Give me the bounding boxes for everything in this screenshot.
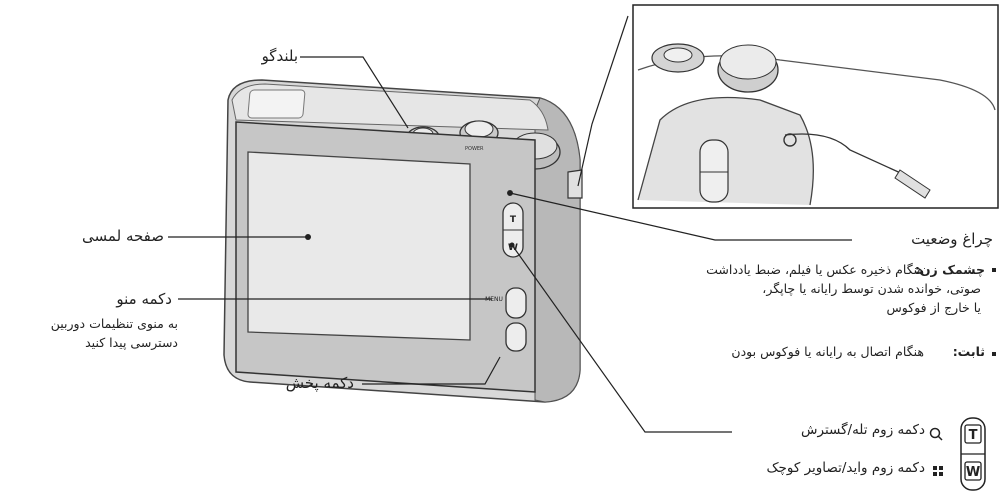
speaker-label: بلندگو [261,47,298,65]
thumbnail-icon [933,466,943,476]
legend-tele-mark: T [969,428,978,443]
wide-mark: W [508,243,518,253]
camera-body [223,79,583,403]
touch-screen-label: صفحه لمسی [82,227,164,245]
magnifier-icon [929,427,943,441]
menu-desc-line-1: به منوی تنظیمات دوربین [50,316,178,331]
steady-desc: هنگام اتصال به رایانه یا فوکوس بودن [731,344,924,359]
zoom-wide-label: دکمه زوم واید/تصاویر کوچک [766,460,925,476]
blinking-desc-line-1: هنگام ذخیره عکس یا فیلم، ضبط یادداشت [706,262,924,277]
menu-button-label: دکمه منو [116,290,172,308]
tele-mark: T [510,215,517,225]
legend-wide-mark: W [966,465,980,480]
zoom-rocker-icon [960,417,986,491]
menu-mark: MENU [485,296,503,303]
power-mark: POWER [465,146,484,152]
blinking-desc-line-2: صوتی، خوانده شدن توسط رایانه یا چاپگر، [762,281,981,296]
zoom-tele-label: دکمه زوم تله/گسترش [801,422,925,438]
status-lamp-label: چراغ وضعیت [911,230,993,248]
play-button-label: دکمه پخش [285,374,354,392]
bullet-icon [992,352,996,356]
blinking-title: چشمک زن: [914,262,985,277]
bullet-icon [992,268,996,272]
leader-lines [168,15,852,433]
menu-desc-line-2: دسترسی پیدا کنید [85,335,178,350]
blinking-desc-line-3: یا خارج از فوکوس [886,300,981,315]
steady-title: ثابت: [952,344,985,359]
strap-inset-box [632,4,999,209]
